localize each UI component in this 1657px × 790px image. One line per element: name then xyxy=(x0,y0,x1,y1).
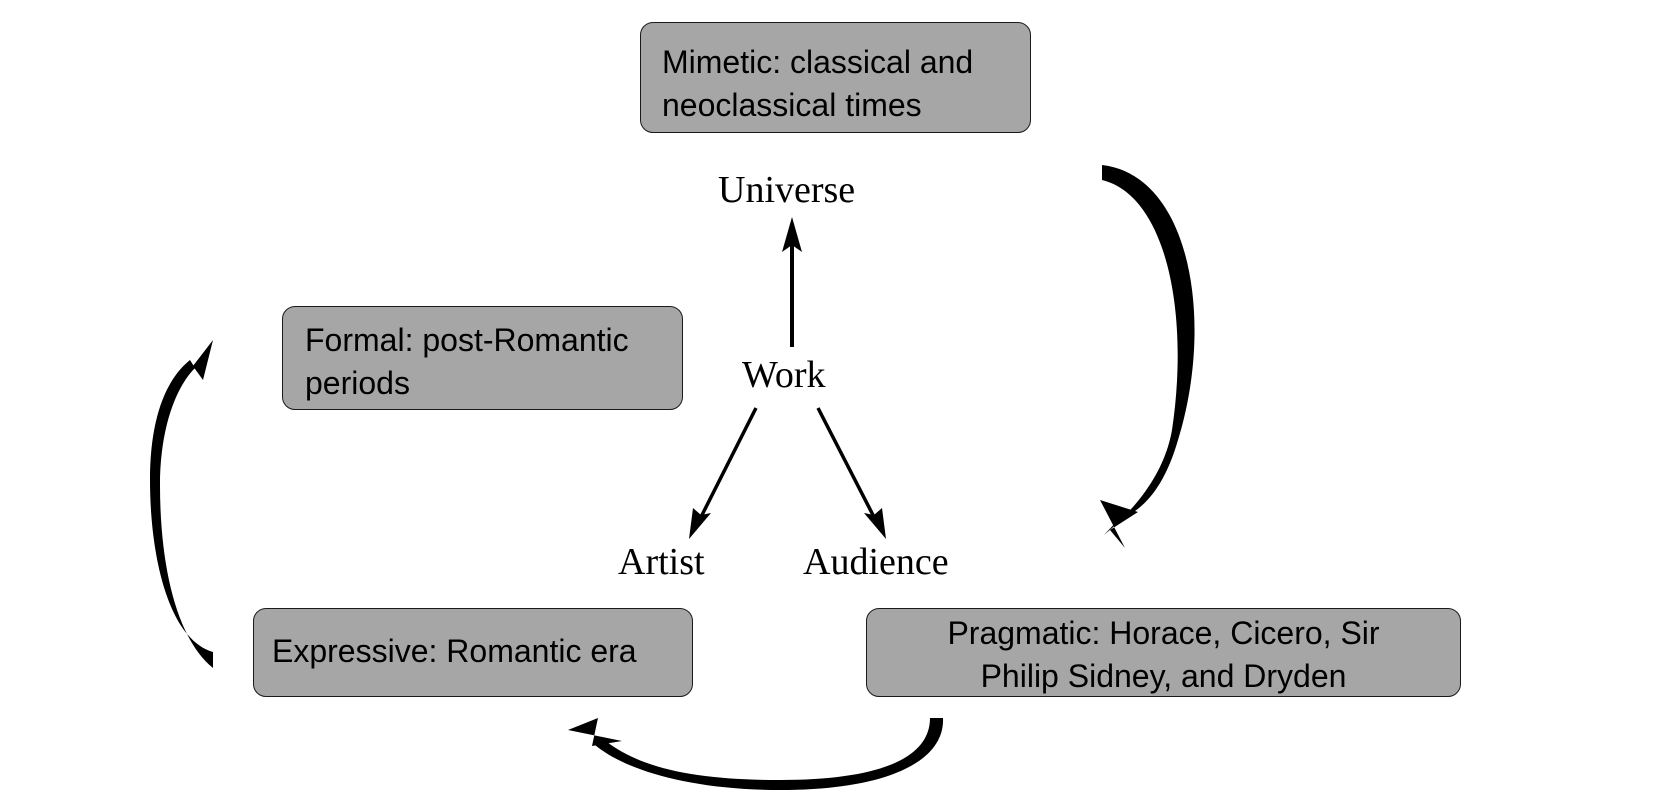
work-node: Work xyxy=(742,354,826,396)
pragmatic-line-1: Pragmatic: Horace, Cicero, Sir xyxy=(947,615,1380,651)
expressive-box: Expressive: Romantic era xyxy=(253,608,693,697)
expressive-line-1: Expressive: Romantic era xyxy=(272,633,637,669)
mimetic-to-pragmatic-curved-arrow xyxy=(1100,165,1195,548)
audience-node: Audience xyxy=(803,541,949,583)
universe-node: Universe xyxy=(718,169,856,211)
pragmatic-line-2: Philip Sidney, and Dryden xyxy=(980,658,1347,694)
mimetic-line-1: Mimetic: classical and xyxy=(662,44,974,80)
pragmatic-box: Pragmatic: Horace, Cicero, Sir Philip Si… xyxy=(866,608,1461,697)
mimetic-line-2: neoclassical times xyxy=(662,87,922,123)
work-to-universe-arrow xyxy=(782,217,802,347)
work-to-artist-arrow xyxy=(689,407,758,539)
formal-line-2: periods xyxy=(305,365,410,401)
pragmatic-to-expressive-curved-arrow xyxy=(568,718,944,790)
formal-box: Formal: post-Romantic periods xyxy=(282,306,683,410)
work-to-audience-arrow xyxy=(816,407,886,539)
formal-line-1: Formal: post-Romantic xyxy=(305,322,629,358)
mimetic-box: Mimetic: classical and neoclassical time… xyxy=(640,22,1031,133)
expressive-to-formal-curved-arrow xyxy=(150,340,213,668)
artist-node: Artist xyxy=(618,541,705,583)
